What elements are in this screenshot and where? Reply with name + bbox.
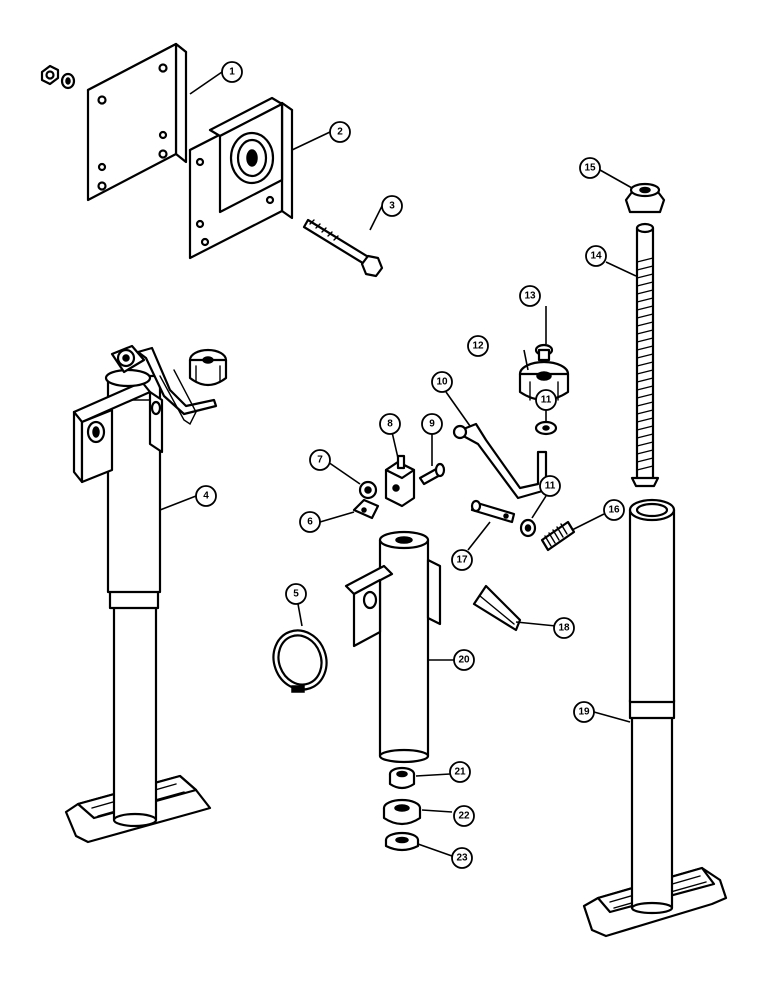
svg-text:17: 17 bbox=[456, 555, 468, 566]
hex-nut bbox=[40, 64, 60, 86]
thrust-washer bbox=[384, 831, 420, 852]
svg-text:3: 3 bbox=[389, 201, 395, 212]
cross-pin bbox=[470, 499, 516, 524]
svg-text:11: 11 bbox=[545, 481, 556, 492]
svg-text:23: 23 bbox=[456, 853, 468, 864]
svg-text:1: 1 bbox=[229, 67, 235, 78]
callout-1: 1 bbox=[221, 61, 243, 83]
callout-17: 17 bbox=[451, 549, 473, 571]
svg-text:9: 9 bbox=[429, 419, 435, 430]
washer-upper bbox=[534, 420, 558, 436]
telescoping-leg-with-foot bbox=[582, 498, 728, 938]
crank-handle-rod bbox=[452, 422, 548, 500]
cap-screw bbox=[534, 343, 554, 362]
callout-10: 10 bbox=[431, 371, 453, 393]
hairpin-clip bbox=[472, 584, 522, 632]
snap-ring bbox=[272, 629, 328, 693]
svg-text:21: 21 bbox=[454, 767, 466, 778]
callout-21: 21 bbox=[449, 761, 471, 783]
compression-spring bbox=[540, 520, 576, 552]
svg-text:4: 4 bbox=[203, 491, 209, 502]
jack-stand-assembly bbox=[64, 344, 228, 844]
leader-lines bbox=[159, 71, 637, 857]
callout-18: 18 bbox=[553, 617, 575, 639]
clevis-block bbox=[384, 454, 416, 508]
svg-text:14: 14 bbox=[590, 251, 602, 262]
svg-text:11: 11 bbox=[541, 395, 552, 406]
bushing bbox=[388, 766, 416, 790]
svg-text:18: 18 bbox=[558, 623, 570, 634]
svg-text:22: 22 bbox=[458, 811, 470, 822]
handle-knob bbox=[518, 360, 570, 402]
pin bbox=[418, 462, 446, 486]
svg-text:15: 15 bbox=[584, 163, 596, 174]
callout-20: 20 bbox=[453, 649, 475, 671]
callout-7: 7 bbox=[309, 449, 331, 471]
retaining-clip bbox=[352, 498, 380, 520]
svg-text:13: 13 bbox=[524, 291, 536, 302]
callout-9: 9 bbox=[421, 413, 443, 435]
handle-knob-assembled bbox=[188, 348, 228, 387]
callout-6: 6 bbox=[299, 511, 321, 533]
flat-washer bbox=[358, 480, 378, 500]
svg-text:8: 8 bbox=[387, 419, 393, 430]
jack-tube-with-bracket bbox=[344, 530, 442, 764]
flange-nut bbox=[624, 182, 666, 214]
callout-5: 5 bbox=[285, 583, 307, 605]
svg-text:19: 19 bbox=[578, 707, 590, 718]
jack-mount-bracket bbox=[188, 96, 294, 260]
callout-13: 13 bbox=[519, 285, 541, 307]
callout-11-lower: 11 bbox=[539, 475, 561, 497]
bolt bbox=[302, 218, 384, 278]
bearing-race bbox=[382, 798, 422, 826]
washer-lower bbox=[519, 518, 537, 538]
svg-text:7: 7 bbox=[317, 455, 323, 466]
callout-23: 23 bbox=[451, 847, 473, 869]
callout-2: 2 bbox=[329, 121, 351, 143]
callout-11-upper: 11 bbox=[535, 389, 557, 411]
callout-14: 14 bbox=[585, 245, 607, 267]
mounting-plate bbox=[86, 42, 188, 202]
callout-4: 4 bbox=[195, 485, 217, 507]
svg-text:12: 12 bbox=[472, 341, 484, 352]
callout-12: 12 bbox=[467, 335, 489, 357]
svg-text:20: 20 bbox=[458, 655, 470, 666]
callout-3: 3 bbox=[381, 195, 403, 217]
callout-8: 8 bbox=[379, 413, 401, 435]
svg-text:2: 2 bbox=[337, 127, 343, 138]
lock-washer bbox=[60, 72, 76, 90]
svg-text:10: 10 bbox=[436, 377, 448, 388]
callout-16: 16 bbox=[603, 499, 625, 521]
svg-text:6: 6 bbox=[307, 517, 313, 528]
svg-text:5: 5 bbox=[293, 589, 299, 600]
svg-text:16: 16 bbox=[608, 505, 620, 516]
callout-15: 15 bbox=[579, 157, 601, 179]
callout-19: 19 bbox=[573, 701, 595, 723]
lead-screw bbox=[630, 222, 660, 488]
callout-22: 22 bbox=[453, 805, 475, 827]
